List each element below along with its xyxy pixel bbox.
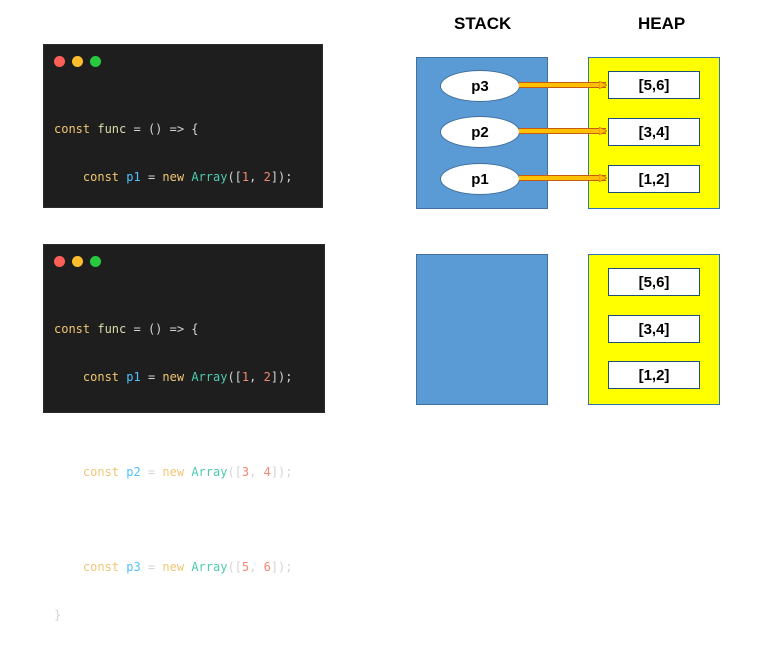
minimize-dot-icon: [72, 256, 83, 267]
minimize-dot-icon: [72, 56, 83, 67]
close-dot-icon: [54, 56, 65, 67]
window-controls: [54, 256, 101, 267]
code-line-5: }: [54, 608, 62, 622]
reference-arrows: [519, 0, 770, 430]
heap-cell-3-4: [3,4]: [608, 315, 700, 343]
stack-ref-p1: p1: [440, 163, 520, 195]
heap-cell-3-4: [3,4]: [608, 118, 700, 146]
stack-ref-p2: p2: [440, 116, 520, 148]
maximize-dot-icon: [90, 256, 101, 267]
close-dot-icon: [54, 256, 65, 267]
heap-cell-1-2: [1,2]: [608, 361, 700, 389]
heap-cell-1-2: [1,2]: [608, 165, 700, 193]
heap-region-bottom: [5,6] [3,4] [1,2]: [588, 254, 720, 405]
window-controls: [54, 56, 101, 67]
code-line-1: const func = () => {: [54, 322, 199, 336]
heap-region-top: [5,6] [3,4] [1,2]: [588, 57, 720, 209]
heap-cell-5-6: [5,6]: [608, 268, 700, 296]
stack-region-bottom: [416, 254, 548, 405]
code-line-2: const p1 = new Array([1, 2]);: [82, 370, 293, 384]
code-line-1: const func = () => {: [54, 122, 199, 136]
code-line-4: const p3 = new Array([5, 6]);: [82, 560, 293, 574]
code-line-3: const p2 = new Array([3, 4]);: [82, 465, 293, 479]
stack-heading: STACK: [454, 14, 512, 33]
heap-cell-5-6: [5,6]: [608, 71, 700, 99]
stack-ref-p3: p3: [440, 70, 520, 102]
code-line-2: const p1 = new Array([1, 2]);: [82, 170, 293, 184]
heap-heading: HEAP: [638, 14, 686, 33]
maximize-dot-icon: [90, 56, 101, 67]
